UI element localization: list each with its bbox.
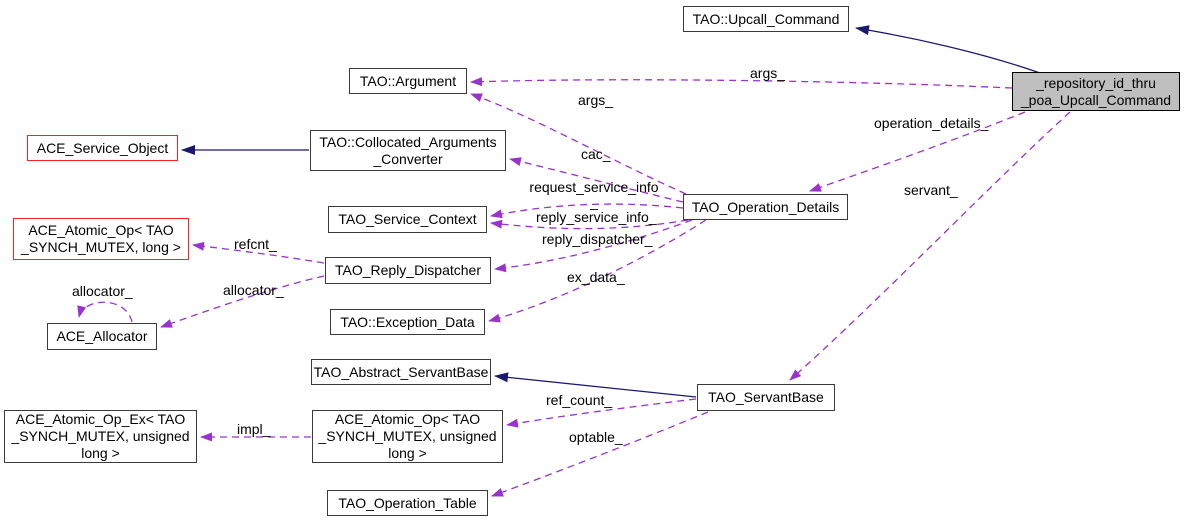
edge-allocator-self-loop [77,301,133,323]
edge-servant [789,111,1071,381]
node-label-line: _SYNCH_MUTEX, unsigned [11,428,190,444]
edge-cac [509,157,684,203]
edge-label-optable: optable_ [569,429,623,445]
node-label-line: ACE_Atomic_Op_Ex< TAO [15,411,186,427]
node-label-line: _Converter [373,150,443,167]
node-label-line: long > [81,445,120,461]
edge-label-impl: impl_ [237,421,271,437]
edge-request-service-info [490,203,684,219]
node-label-line: TAO_Abstract_ServantBase [313,363,489,380]
edge-operation-details [809,111,1026,192]
edge-label-request-service-info: request_service_info _ [529,180,659,210]
node-label-line: _SYNCH_MUTEX, unsigned [318,428,497,444]
edge-reply-service-info [490,219,689,230]
node-label-line: TAO_Operation_Table [338,494,477,511]
node-label-line: TAO::Upcall_Command [692,10,840,27]
node-label-line: TAO_ServantBase [708,389,824,405]
edge-allocator-from-dispatcher [160,275,325,328]
node-label-line: TAO::Exception_Data [340,313,475,330]
node-tao-exception-data[interactable]: TAO::Exception_Data [330,309,485,335]
node-tao-argument[interactable]: TAO::Argument [349,68,467,94]
node-label-line: ACE_Atomic_Op< TAO [28,222,174,238]
edge-inherit-servantbase-abstract [494,372,697,398]
edge-label-line: request_service_info [529,179,659,195]
edge-label-ex-data: ex_data_ [567,269,625,285]
node-repository-id-thru-poa-upcall-command: _repository_id_thru _poa_Upcall_Command [1012,72,1180,111]
node-label-line: ACE_Allocator [56,328,148,344]
node-tao-abstract-servantbase[interactable]: TAO_Abstract_ServantBase [311,359,491,385]
node-tao-servantbase[interactable]: TAO_ServantBase [697,384,835,411]
edge-label-ref-count: ref_count_ [546,392,613,408]
edge-label-servant: servant_ [904,182,958,198]
node-tao-upcall-command[interactable]: TAO::Upcall_Command [683,6,849,32]
node-label-line: TAO_Reply_Dispatcher [334,262,482,278]
node-label-line: long > [388,445,427,461]
node-tao-service-context[interactable]: TAO_Service_Context [328,206,487,233]
node-label-line: _repository_id_thru [1036,74,1156,91]
node-ace-atomic-op-long[interactable]: ACE_Atomic_Op< TAO _SYNCH_MUTEX, long > [13,218,189,260]
node-label-line: _SYNCH_MUTEX, long > [21,239,181,255]
edge-label-refcnt: refcnt_ [234,236,277,252]
edge-refcnt [192,241,325,264]
node-tao-operation-details[interactable]: TAO_Operation_Details [683,194,848,220]
node-tao-collocated-arguments-converter[interactable]: TAO::Collocated_Arguments _Converter [310,130,506,171]
edge-label-args-repo: args_ [750,65,786,81]
edge-reply-dispatcher [494,219,693,273]
node-ace-allocator[interactable]: ACE_Allocator [47,323,157,350]
edge-label-cac: cac_ [581,146,611,162]
edge-optable [491,411,709,497]
node-label-line: TAO_Operation_Details [691,198,840,215]
edge-label-operation-details: operation_details_ [874,115,989,131]
node-tao-reply-dispatcher[interactable]: TAO_Reply_Dispatcher [325,257,491,284]
node-ace-atomic-op-ulong[interactable]: ACE_Atomic_Op< TAO _SYNCH_MUTEX, unsigne… [312,410,503,463]
edge-label-line: _ [590,194,598,210]
node-label-line: TAO::Collocated_Arguments [319,133,497,150]
edge-label-reply-service-info: reply_service_info_ [536,209,657,225]
node-label-line: ACE_Service_Object [36,139,169,156]
edge-label-allocator: allocator_ [223,282,284,298]
node-label-line: TAO::Argument [359,72,457,89]
node-ace-atomic-op-ex-ulong[interactable]: ACE_Atomic_Op_Ex< TAO _SYNCH_MUTEX, unsi… [4,410,197,463]
node-label-line: _poa_Upcall_Command [1020,91,1172,108]
edge-args-details-argument [470,93,687,195]
edge-label-reply-dispatcher: reply_dispatcher_ [542,231,653,247]
node-label-line: TAO_Service_Context [338,211,477,227]
edge-label-args-details: args_ [578,92,614,108]
node-label-line: ACE_Atomic_Op< TAO [334,411,481,427]
edge-inherit-repo-upcall [855,25,1041,74]
node-ace-service-object[interactable]: ACE_Service_Object [27,135,178,161]
edge-ref-count [506,398,697,428]
edge-args-repo-argument [470,77,1013,89]
node-tao-operation-table[interactable]: TAO_Operation_Table [327,490,488,516]
edge-label-allocator-self: allocator_ [72,283,133,299]
